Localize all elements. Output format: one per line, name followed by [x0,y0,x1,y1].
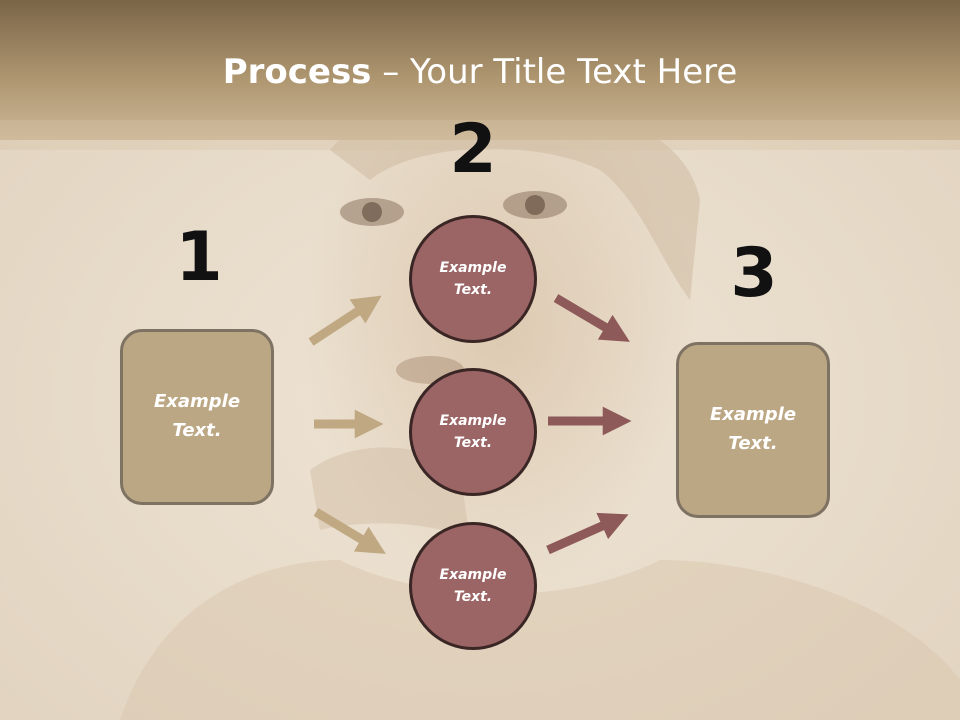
step-2-circle-middle: Example Text. [409,368,537,496]
step-2-circle-top: Example Text. [409,215,537,343]
step-2-number: 2 [449,110,497,189]
arrow-right-down-icon [313,508,386,554]
step-2-circle-bottom-label: Example Text. [439,566,507,605]
arrow-right-up-icon [308,295,382,346]
step-3-label: Example Text. [709,404,797,454]
slide-title: Process – Your Title Text Here [0,52,960,93]
step-1-label: Example Text. [153,391,241,441]
step-3-number: 3 [730,234,778,313]
step-2-circle-middle-label: Example Text. [439,412,507,451]
step-1-box: Example Text. [120,329,274,505]
step-2-circle-bottom: Example Text. [409,522,537,650]
arrow-right-up-icon [546,512,629,555]
right-arrows [546,294,632,555]
title-rest: – Your Title Text Here [371,52,738,92]
arrow-right-down-icon [553,294,630,342]
step-2-circle-top-label: Example Text. [439,259,507,298]
step-1-number: 1 [175,218,223,297]
title-bold: Process [222,52,372,92]
left-arrows [308,295,386,554]
step-3-box: Example Text. [676,342,830,518]
